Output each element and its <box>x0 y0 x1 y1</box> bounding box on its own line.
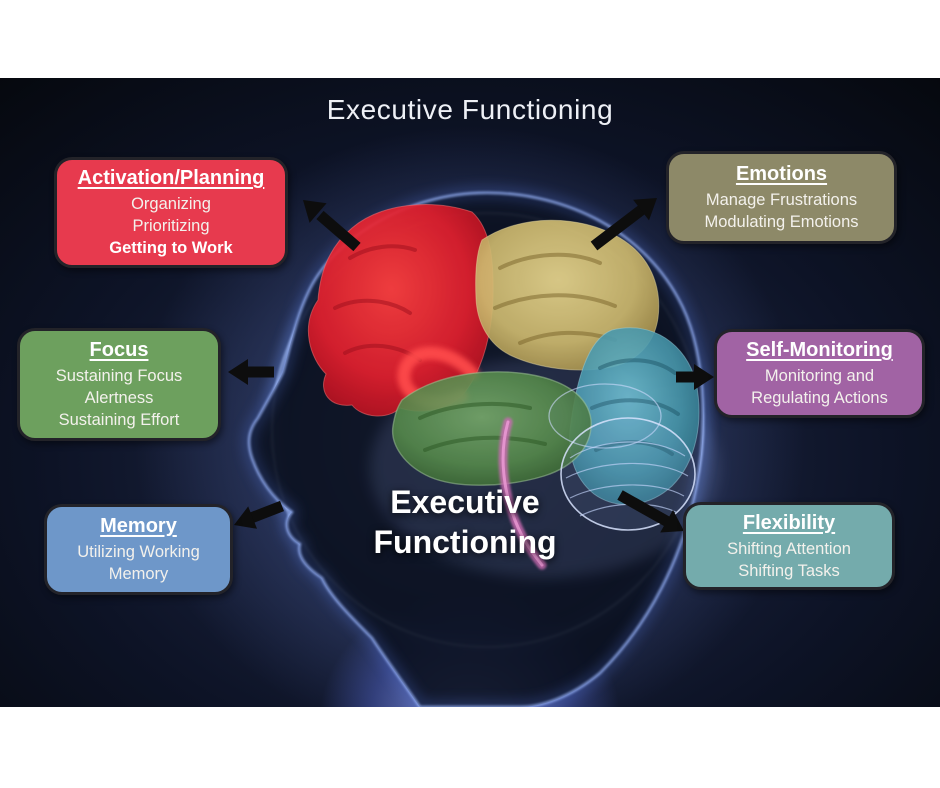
center-label-line1: Executive <box>390 484 540 520</box>
box-item: Utilizing Working Memory <box>77 543 200 583</box>
box-item: Sustaining Effort <box>58 411 180 429</box>
center-label-line2: Functioning <box>373 524 557 560</box>
box-item: Shifting Attention <box>727 539 851 558</box>
box-self-monitoring: Self-Monitoring Monitoring and Regulatin… <box>714 329 925 418</box>
box-item: Shifting Tasks <box>738 561 840 580</box>
center-brain-label: Executive Functioning <box>295 482 635 562</box>
box-emotions-title: Emotions <box>735 163 828 185</box>
box-item-emphasized: Getting to Work <box>109 239 233 257</box>
box-item: Manage Frustrations <box>705 191 858 209</box>
box-item: Alertness <box>84 389 154 407</box>
box-item: Organizing <box>131 195 211 213</box>
box-focus: Focus Sustaining Focus Alertness Sustain… <box>17 328 221 441</box>
box-item: Modulating Emotions <box>704 213 859 231</box>
box-item: Sustaining Focus <box>55 367 183 385</box>
box-item: Monitoring and Regulating Actions <box>751 367 888 407</box>
box-activation-planning-title: Activation/Planning <box>77 167 265 189</box>
box-item: Prioritizing <box>132 217 210 235</box>
main-title: Executive Functioning <box>326 94 614 125</box>
box-memory-title: Memory <box>100 515 177 537</box>
box-emotions: Emotions Manage Frustrations Modulating … <box>666 151 897 244</box>
box-flexibility-title: Flexibility <box>742 511 836 534</box>
box-memory: Memory Utilizing Working Memory <box>44 504 233 595</box>
box-activation-planning: Activation/Planning Organizing Prioritiz… <box>54 157 288 268</box>
box-flexibility: Flexibility Shifting Attention Shifting … <box>683 502 895 590</box>
box-self-monitoring-title: Self-Monitoring <box>746 339 893 361</box>
box-focus-title: Focus <box>89 339 149 361</box>
